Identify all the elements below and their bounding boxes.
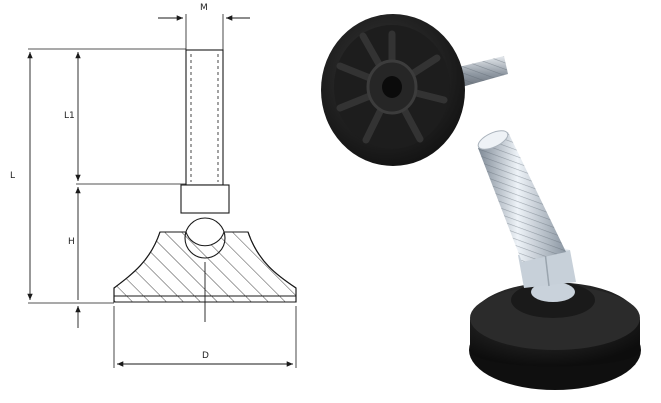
- label-l1: L1: [64, 111, 75, 121]
- threaded-stud: [185, 49, 224, 186]
- black-base-photo-bottom: [469, 282, 641, 390]
- black-base-photo-top: [321, 14, 465, 166]
- threaded-stud-photo-top: [438, 56, 508, 92]
- label-h: H: [68, 237, 75, 247]
- label-d: D: [202, 351, 209, 361]
- hex-nut: [180, 184, 230, 214]
- label-m: M: [200, 3, 208, 13]
- technical-drawing: M L L1 H D: [10, 3, 297, 368]
- threaded-stud-photo-bottom: [477, 130, 566, 262]
- hex-nut-photo: [518, 243, 576, 288]
- label-l: L: [10, 171, 15, 181]
